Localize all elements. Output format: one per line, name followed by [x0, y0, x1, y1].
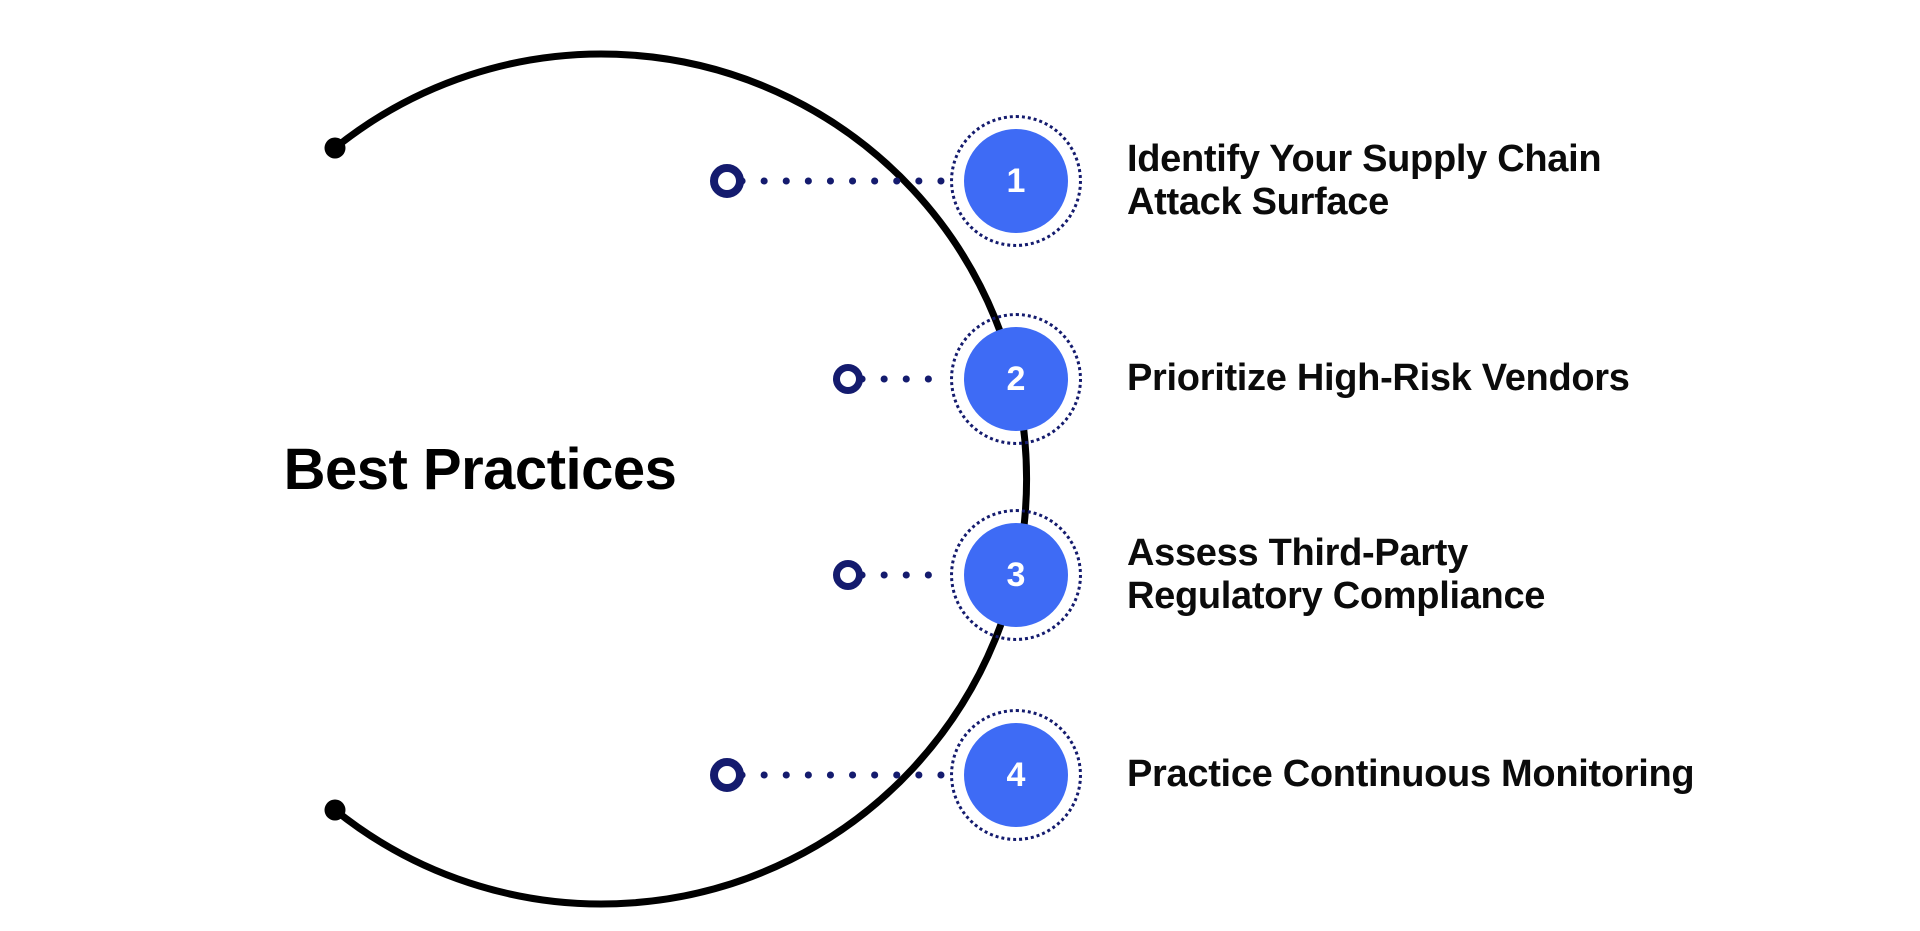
- dotted-ring-icon-4: [950, 709, 1082, 841]
- dotted-ring-icon-2: [950, 313, 1082, 445]
- step-badge-3[interactable]: 3: [950, 509, 1082, 641]
- dotted-ring-icon-1: [950, 115, 1082, 247]
- step-label-4: Practice Continuous Monitoring: [1127, 753, 1695, 796]
- step-label-2: Prioritize High-Risk Vendors: [1127, 357, 1630, 400]
- step-row-1[interactable]: 1 Identify Your Supply Chain Attack Surf…: [950, 115, 1602, 247]
- step-row-3[interactable]: 3 Assess Third-Party Regulatory Complian…: [950, 509, 1545, 641]
- arc-endpoint-dot-icon-bottom: [324, 799, 346, 821]
- ring-marker-icon-4[interactable]: [710, 758, 744, 792]
- step-number-3: 3: [1006, 556, 1026, 594]
- badge-disc-2: 2: [964, 327, 1068, 431]
- step-badge-4[interactable]: 4: [950, 709, 1082, 841]
- dotted-ring-icon-3: [950, 509, 1082, 641]
- step-row-4[interactable]: 4 Practice Continuous Monitoring: [950, 709, 1695, 841]
- page-title: Best Practices: [283, 437, 677, 502]
- step-number-1: 1: [1006, 162, 1026, 200]
- step-badge-1[interactable]: 1: [950, 115, 1082, 247]
- step-number-4: 4: [1006, 756, 1026, 794]
- arc-endpoint-dot-icon-top: [324, 137, 346, 159]
- step-row-2[interactable]: 2 Prioritize High-Risk Vendors: [950, 313, 1630, 445]
- badge-disc-1: 1: [964, 129, 1068, 233]
- badge-disc-3: 3: [964, 523, 1068, 627]
- step-label-3: Assess Third-Party Regulatory Compliance: [1127, 531, 1546, 617]
- step-badge-2[interactable]: 2: [950, 313, 1082, 445]
- ring-marker-icon-3[interactable]: [833, 560, 863, 590]
- ring-marker-icon-1[interactable]: [710, 164, 744, 198]
- badge-disc-4: 4: [964, 723, 1068, 827]
- ring-marker-icon-2[interactable]: [833, 364, 863, 394]
- step-number-2: 2: [1006, 360, 1026, 398]
- step-label-1: Identify Your Supply Chain Attack Surfac…: [1127, 137, 1602, 223]
